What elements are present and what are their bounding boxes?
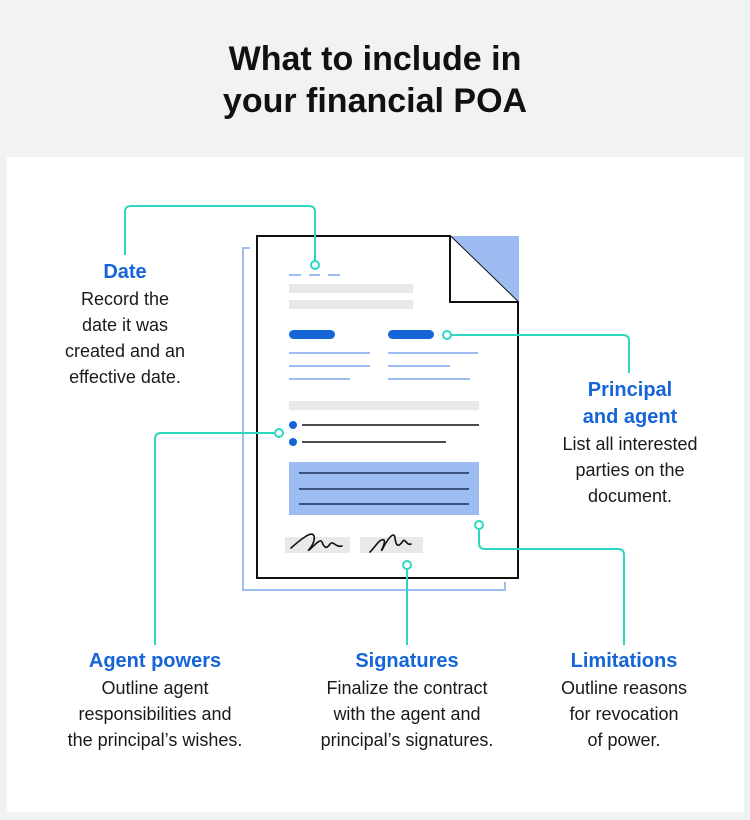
- principal-desc-3: document.: [587, 486, 673, 506]
- signature-2: [369, 534, 412, 553]
- header-bar-2: [289, 300, 413, 309]
- date-heading: Date: [103, 261, 147, 283]
- principal-heading-2: and agent: [582, 406, 678, 428]
- signatures-heading: Signatures: [355, 650, 459, 672]
- principal-desc-2: parties on the: [575, 460, 685, 480]
- connector-limitations: [478, 530, 625, 645]
- party-lines: [289, 352, 478, 380]
- powers-heading: Agent powers: [88, 650, 222, 672]
- connector-principal: [452, 334, 630, 373]
- principal-bar: [289, 330, 335, 339]
- bullet-2: [289, 438, 297, 446]
- principal-desc-1: List all interested: [562, 434, 698, 454]
- limitations-desc-2: for revocation: [569, 704, 679, 724]
- powers-desc-1: Outline agent: [101, 678, 209, 698]
- back-sheet: [242, 247, 506, 591]
- anchor-principal: [442, 330, 452, 340]
- date-desc-2: date it was: [81, 315, 169, 335]
- date-desc-3: created and an: [64, 341, 186, 361]
- limitations-desc-3: of power.: [587, 730, 661, 750]
- limitations-desc-1: Outline reasons: [560, 678, 688, 698]
- powers-desc-3: the principal’s wishes.: [67, 730, 243, 750]
- signatures-desc-1: Finalize the contract: [326, 678, 488, 698]
- title-line-1: What to include in: [228, 40, 522, 78]
- powers-desc-2: responsibilities and: [78, 704, 232, 724]
- label-limitations: Limitations Outline reasons for revocati…: [529, 648, 719, 753]
- connector-powers: [154, 432, 274, 645]
- signature-box-2: [360, 537, 423, 553]
- page-title: What to include in your financial POA: [0, 38, 750, 122]
- principal-heading-1: Principal: [587, 379, 673, 401]
- folded-corner: [449, 236, 518, 303]
- anchor-powers: [274, 428, 284, 438]
- signatures-desc-2: with the agent and: [333, 704, 481, 724]
- bullet-1: [289, 421, 297, 429]
- label-agent-powers: Agent powers Outline agent responsibilit…: [40, 648, 270, 753]
- limitations-lines: [299, 472, 469, 505]
- agent-bar: [388, 330, 434, 339]
- signature-1: [290, 533, 343, 552]
- label-signatures: Signatures Finalize the contract with th…: [292, 648, 522, 753]
- connector-date: [124, 205, 316, 261]
- header-bar-1: [289, 284, 413, 293]
- anchor-signatures: [402, 560, 412, 570]
- title-line-2: your financial POA: [222, 82, 528, 120]
- anchor-limitations: [474, 520, 484, 530]
- limitations-heading: Limitations: [570, 650, 678, 672]
- date-desc-1: Record the: [80, 289, 170, 309]
- signature-box-1: [285, 537, 350, 553]
- signatures-desc-3: principal’s signatures.: [320, 730, 494, 750]
- label-principal-agent: Principal and agent List all interested …: [530, 377, 730, 509]
- powers-bar: [289, 401, 479, 410]
- label-date: Date Record the date it was created and …: [40, 259, 210, 390]
- anchor-date: [310, 260, 320, 270]
- date-desc-4: effective date.: [69, 367, 181, 387]
